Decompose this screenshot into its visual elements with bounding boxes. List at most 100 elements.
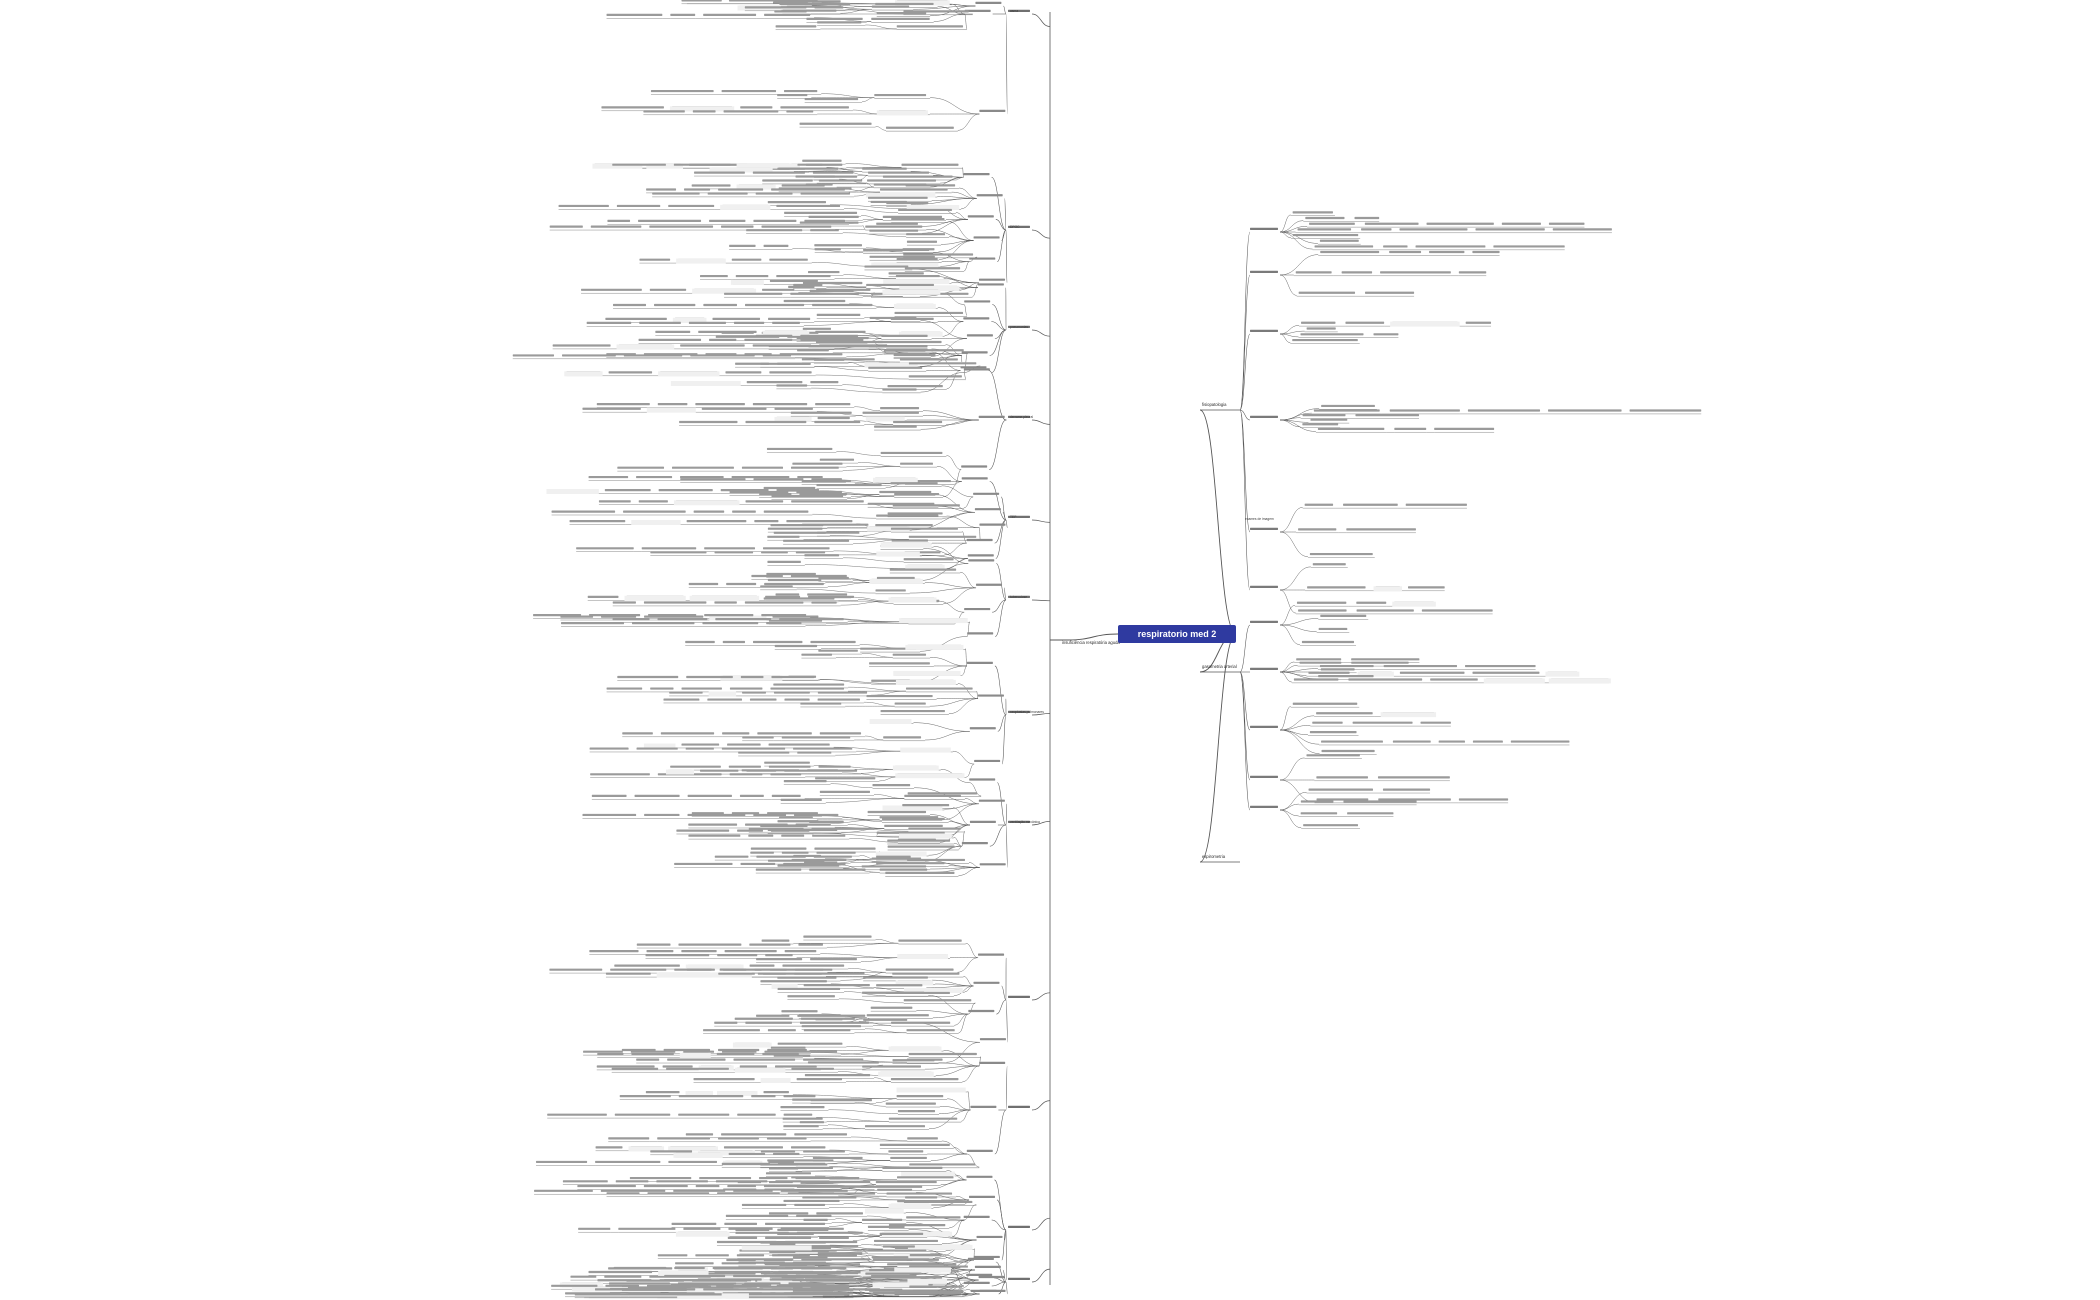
node-text[interactable] xyxy=(882,175,953,178)
node-text[interactable] xyxy=(1008,820,1030,823)
node-text[interactable] xyxy=(597,1279,652,1282)
node-text[interactable] xyxy=(609,1282,670,1285)
node-text[interactable] xyxy=(736,1254,765,1257)
node-text[interactable] xyxy=(737,829,763,832)
node-text[interactable] xyxy=(867,810,927,814)
node-text[interactable] xyxy=(1312,563,1346,566)
node-text[interactable] xyxy=(643,601,707,604)
node-text[interactable] xyxy=(906,1216,961,1219)
node-text[interactable] xyxy=(803,1150,845,1153)
node-text[interactable] xyxy=(1304,503,1334,506)
node-text[interactable] xyxy=(867,196,928,199)
node-text[interactable] xyxy=(551,510,616,513)
node-text[interactable] xyxy=(977,694,1004,697)
node-text[interactable] xyxy=(657,1254,688,1257)
node-text[interactable] xyxy=(645,1091,680,1094)
node-text[interactable] xyxy=(751,1095,776,1098)
node-text[interactable] xyxy=(868,345,928,348)
node-text[interactable] xyxy=(902,804,950,807)
node-text[interactable] xyxy=(699,1176,752,1180)
node-text[interactable] xyxy=(781,736,851,739)
node-text[interactable] xyxy=(729,0,754,2)
node-text[interactable] xyxy=(614,1113,671,1116)
node-text[interactable] xyxy=(742,691,766,694)
node-text[interactable] xyxy=(561,622,625,625)
node-text[interactable] xyxy=(969,778,996,781)
node-text[interactable] xyxy=(872,784,911,787)
node-text[interactable] xyxy=(1345,321,1385,324)
node-text[interactable] xyxy=(675,1262,714,1265)
node-text[interactable] xyxy=(1303,824,1358,827)
node-text[interactable] xyxy=(622,732,653,735)
node-text[interactable] xyxy=(676,829,730,832)
node-text[interactable] xyxy=(759,1176,788,1180)
node-text[interactable] xyxy=(781,1010,818,1013)
node-text[interactable] xyxy=(810,958,857,961)
node-text[interactable] xyxy=(749,964,775,967)
node-text[interactable] xyxy=(723,1146,783,1149)
node-text[interactable] xyxy=(879,868,928,871)
node-text[interactable] xyxy=(728,765,761,768)
node-text[interactable] xyxy=(787,995,835,998)
node-text[interactable] xyxy=(791,1067,834,1070)
node-text[interactable] xyxy=(960,366,987,369)
node-text[interactable] xyxy=(894,702,926,705)
node-text[interactable] xyxy=(1008,1277,1030,1280)
node-text[interactable] xyxy=(886,201,929,205)
node-text[interactable] xyxy=(967,632,994,635)
node-text[interactable] xyxy=(681,743,720,746)
node-text[interactable] xyxy=(1415,245,1486,248)
branch-label-left[interactable]: neoplasias pulmonares xyxy=(1010,710,1044,714)
node-text[interactable] xyxy=(788,285,815,288)
node-text[interactable] xyxy=(1250,415,1278,418)
node-text[interactable] xyxy=(766,1137,807,1140)
node-text[interactable] xyxy=(673,163,731,166)
node-text[interactable] xyxy=(875,524,933,527)
node-text[interactable] xyxy=(722,1050,757,1053)
node-text[interactable] xyxy=(810,229,839,232)
node-text[interactable] xyxy=(804,219,846,222)
branch-label-left[interactable]: pneumonias xyxy=(1010,325,1028,329)
node-text[interactable] xyxy=(658,488,713,492)
node-text[interactable] xyxy=(612,618,650,621)
node-text[interactable] xyxy=(796,490,842,494)
node-text[interactable] xyxy=(784,89,818,93)
node-text[interactable] xyxy=(672,466,734,469)
node-text[interactable] xyxy=(701,407,767,410)
node-text[interactable] xyxy=(806,17,863,20)
node-text[interactable] xyxy=(767,200,826,204)
node-text[interactable] xyxy=(804,861,838,864)
node-text[interactable] xyxy=(1316,712,1373,715)
node-text[interactable] xyxy=(801,653,832,656)
node-text[interactable] xyxy=(737,1113,776,1116)
node-text[interactable] xyxy=(761,0,796,2)
node-text[interactable] xyxy=(1548,222,1585,225)
node-text[interactable] xyxy=(656,1180,708,1183)
node-text[interactable] xyxy=(783,1113,813,1116)
node-text[interactable] xyxy=(909,1254,942,1257)
node-text[interactable] xyxy=(867,502,935,505)
branch-label-right[interactable]: exames de imagem xyxy=(1245,517,1274,521)
node-text[interactable] xyxy=(964,607,991,611)
branch-label-left[interactable]: insuficiência respiratória aguda xyxy=(1062,640,1120,645)
node-text[interactable] xyxy=(741,1203,787,1207)
node-text[interactable] xyxy=(663,698,700,701)
node-text[interactable] xyxy=(771,494,844,498)
node-text[interactable] xyxy=(648,614,697,617)
node-text[interactable] xyxy=(904,267,961,270)
node-text[interactable] xyxy=(588,1293,646,1296)
node-text[interactable] xyxy=(817,21,862,24)
node-text[interactable] xyxy=(1548,409,1622,412)
node-text[interactable] xyxy=(909,1163,976,1166)
node-text[interactable] xyxy=(760,1150,796,1153)
node-text[interactable] xyxy=(1306,754,1360,757)
node-text[interactable] xyxy=(797,349,829,352)
node-text[interactable] xyxy=(582,813,637,817)
node-text[interactable] xyxy=(883,736,922,739)
node-text[interactable] xyxy=(770,687,845,690)
node-text[interactable] xyxy=(738,1261,785,1264)
node-text[interactable] xyxy=(771,188,845,191)
node-text[interactable] xyxy=(562,354,616,357)
node-text[interactable] xyxy=(861,1218,903,1221)
node-text[interactable] xyxy=(818,649,858,652)
